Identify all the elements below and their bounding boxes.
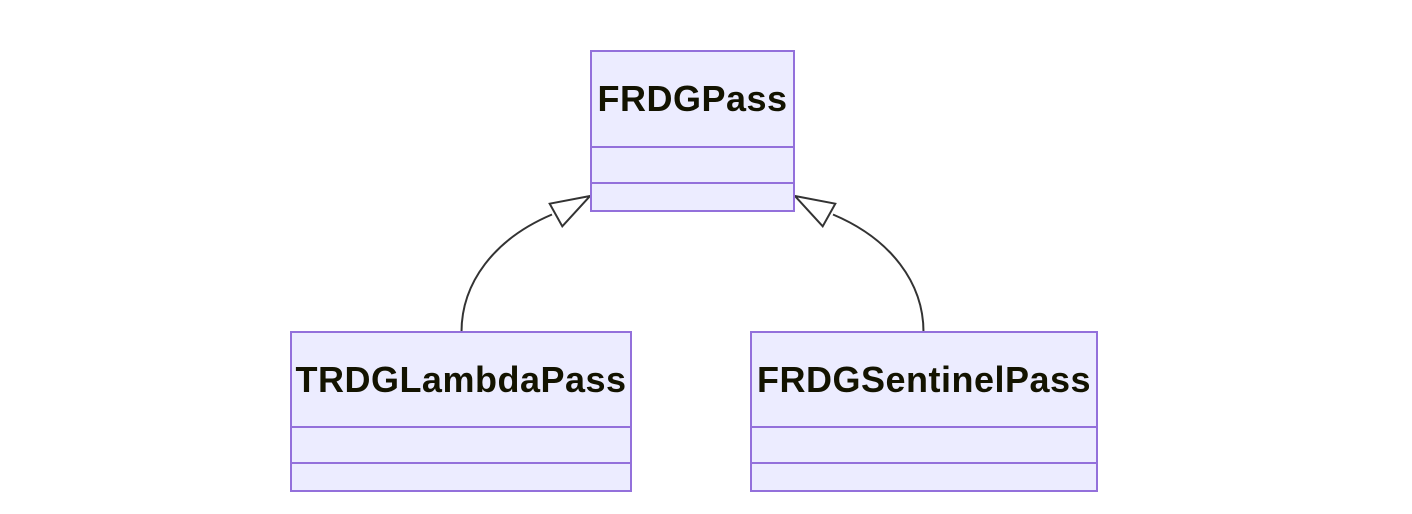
class-methods-compartment xyxy=(592,184,793,210)
class-attributes-compartment xyxy=(752,428,1096,464)
class-attributes-compartment xyxy=(292,428,630,464)
class-box-trdglambdapass: TRDGLambdaPass xyxy=(290,331,632,492)
class-name-label: FRDGPass xyxy=(592,52,793,148)
class-methods-compartment xyxy=(292,464,630,490)
class-attributes-compartment xyxy=(592,148,793,184)
inheritance-arrowhead-left xyxy=(548,194,593,228)
class-name-label: TRDGLambdaPass xyxy=(292,333,630,428)
class-box-frdgpass: FRDGPass xyxy=(590,50,795,212)
class-box-frdgsentinelpass: FRDGSentinelPass xyxy=(750,331,1098,492)
inheritance-edge-frdgsentinelpass-frdgpass xyxy=(832,213,925,333)
inheritance-arrowhead-right xyxy=(792,194,837,228)
class-methods-compartment xyxy=(752,464,1096,490)
class-name-label: FRDGSentinelPass xyxy=(752,333,1096,428)
inheritance-edge-trdglambdapass-frdgpass xyxy=(460,213,553,333)
